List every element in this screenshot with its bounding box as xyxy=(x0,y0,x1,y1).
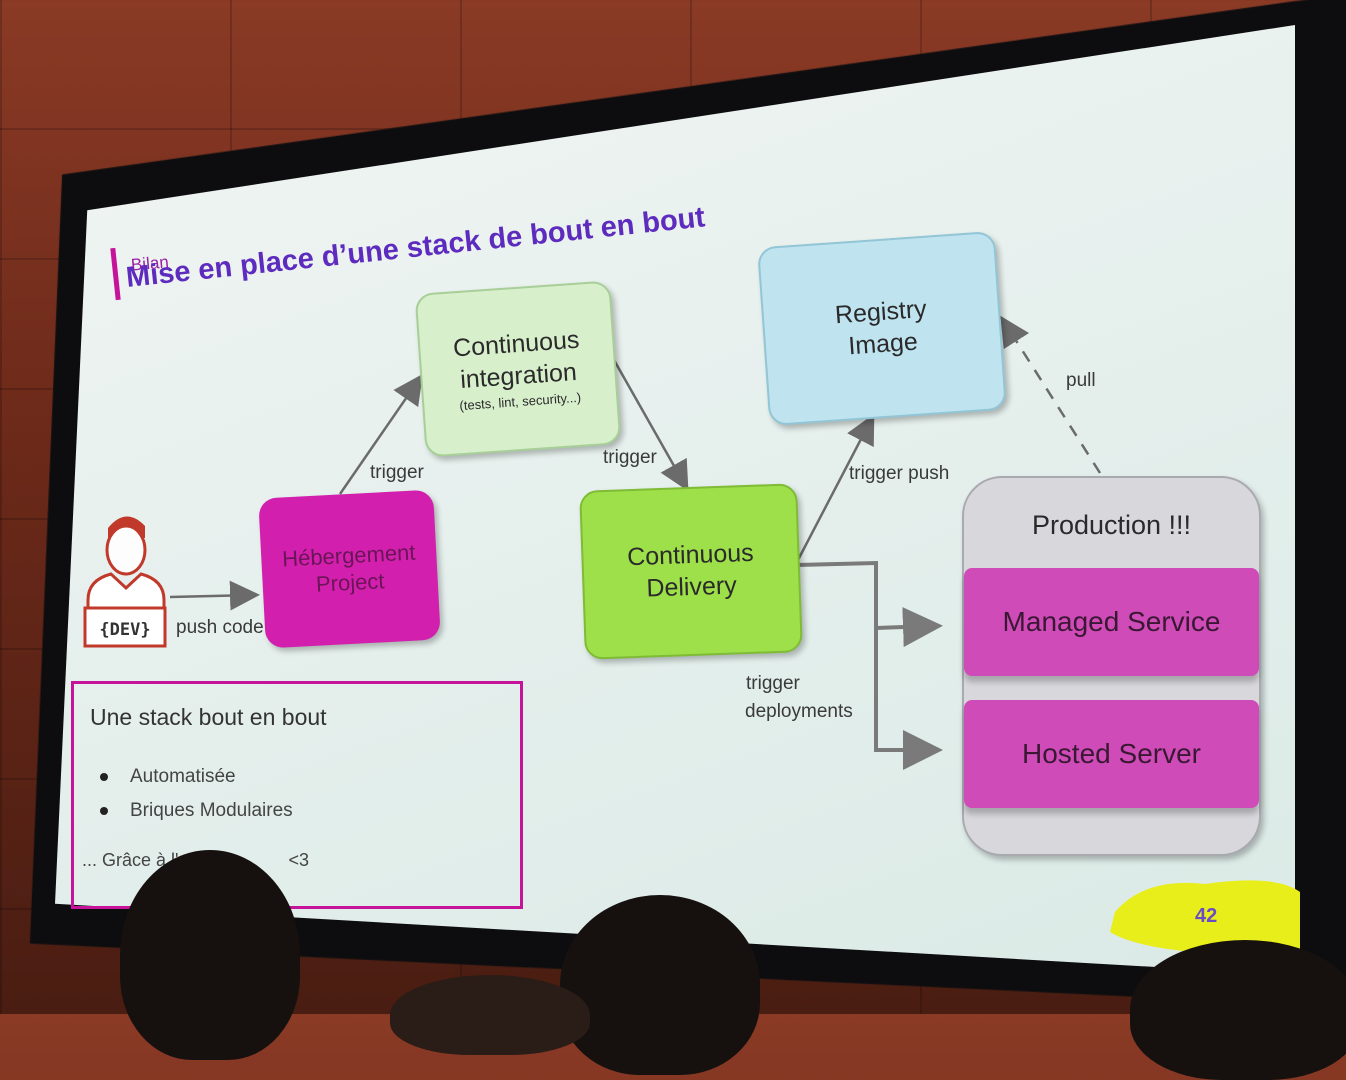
hosted-server-node: Hosted Server xyxy=(964,700,1259,808)
trigger-ci-label: trigger xyxy=(370,462,424,484)
continuous-integration-node: Continuous integration (tests, lint, sec… xyxy=(415,280,622,457)
trigger-deployments-label-2: deployments xyxy=(745,701,853,723)
audience-head xyxy=(120,850,300,1060)
summary-box: Une stack bout en bout Automatisée Briqu… xyxy=(71,681,523,909)
trigger-cd-label: trigger xyxy=(603,447,657,469)
bullet-text: Automatisée xyxy=(130,766,236,787)
continuous-delivery-node: Continuous Delivery xyxy=(579,483,803,660)
ci-label: Continuous integration xyxy=(435,324,599,398)
summary-bullet: Automatisée xyxy=(100,766,236,788)
audience-head xyxy=(1130,940,1346,1080)
production-title: Production !!! xyxy=(964,510,1259,541)
edge-push-code xyxy=(170,595,255,597)
summary-title: Une stack bout en bout xyxy=(90,704,327,731)
summary-footer-end: <3 xyxy=(288,850,309,870)
developer-icon: {DEV} xyxy=(83,508,169,648)
edge-trigger-push xyxy=(798,418,872,560)
audience-head xyxy=(390,975,590,1055)
bullet-dot xyxy=(100,807,108,815)
pull-label: pull xyxy=(1066,370,1096,392)
edge-deploy-managed xyxy=(876,626,935,628)
bullet-text: Briques Modulaires xyxy=(130,800,293,821)
cd-label: Continuous Delivery xyxy=(615,538,767,606)
production-group: Production !!! Managed Service Hosted Se… xyxy=(962,476,1261,856)
page-number: 42 xyxy=(1195,905,1217,928)
summary-bullet: Briques Modulaires xyxy=(100,800,293,822)
managed-service-node: Managed Service xyxy=(964,568,1259,676)
trigger-push-label: trigger push xyxy=(849,463,949,485)
audience-head xyxy=(560,895,760,1075)
registry-label: Registry Image xyxy=(810,292,954,364)
hebergement-project-node: Hébergement Project xyxy=(258,490,441,649)
push-code-label: push code xyxy=(176,617,264,639)
trigger-deployments-label-1: trigger xyxy=(746,673,800,695)
bullet-dot xyxy=(100,773,108,781)
hebergement-label: Hébergement Project xyxy=(278,538,421,600)
dev-badge: {DEV} xyxy=(99,620,150,640)
registry-image-node: Registry Image xyxy=(757,231,1007,426)
edge-pull xyxy=(1003,320,1100,473)
